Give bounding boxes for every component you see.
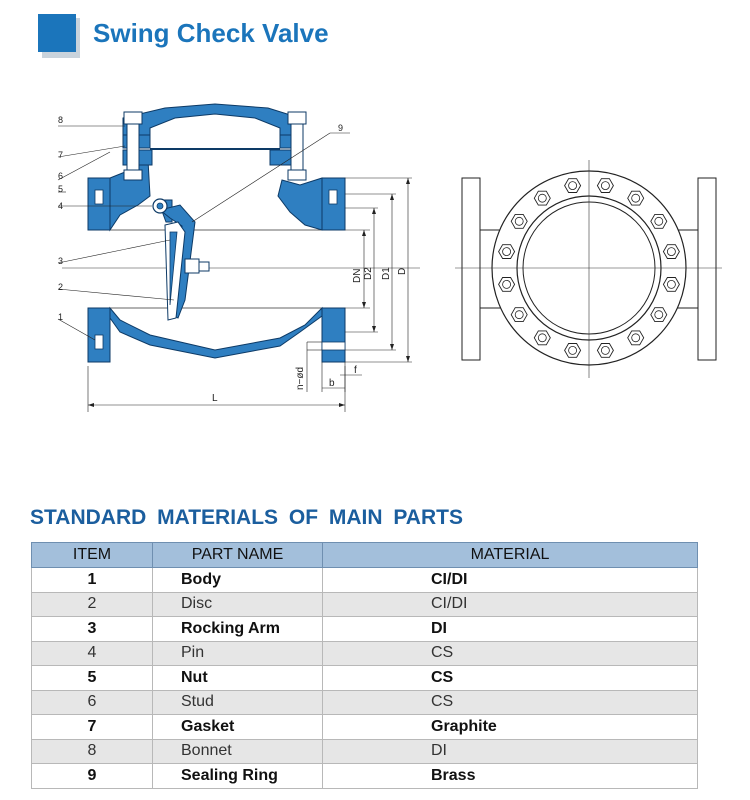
- bolt-nut: [627, 190, 645, 206]
- bolt-nut: [533, 330, 551, 346]
- callout-5: 5: [58, 184, 63, 194]
- cell-item: 8: [31, 738, 153, 764]
- cell-part-name: Pin: [152, 640, 323, 666]
- callout-3: 3: [58, 256, 63, 266]
- cell-material: Brass: [322, 763, 698, 789]
- cell-material: CS: [322, 640, 698, 666]
- bolt-nut: [650, 307, 668, 323]
- table-row: 6 Stud CS: [31, 689, 698, 715]
- cell-material: Graphite: [322, 714, 698, 740]
- bolt-nut: [564, 178, 582, 193]
- valve-section-view: 8 7 6 5 4 3 2 1 9: [57, 103, 420, 412]
- header-material: MATERIAL: [322, 542, 698, 568]
- cell-material: CS: [322, 665, 698, 691]
- cell-part-name: Body: [152, 567, 323, 593]
- bolt-stud: [601, 181, 610, 191]
- bolt-stud: [654, 310, 664, 320]
- callout-1: 1: [58, 312, 63, 322]
- bolt-nut: [596, 178, 614, 193]
- bolt-stud: [537, 333, 547, 343]
- cell-material: CS: [322, 689, 698, 715]
- bolt-stud: [601, 345, 610, 355]
- bolt-nut: [510, 213, 528, 229]
- bolt-nut: [650, 213, 668, 229]
- materials-table: ITEM PART NAME MATERIAL 1 Body CI/DI 2 D…: [31, 542, 698, 789]
- page-title: Swing Check Valve: [93, 18, 329, 48]
- dim-DN: DN: [352, 269, 363, 283]
- dim-D1: D1: [381, 267, 392, 280]
- bolt-nut: [627, 330, 645, 346]
- bolt-nut: [596, 343, 614, 358]
- callout-2: 2: [58, 282, 63, 292]
- dim-D2: D2: [363, 267, 374, 280]
- cell-item: 4: [31, 640, 153, 666]
- bolt-stud: [667, 279, 676, 289]
- table-row: 9 Sealing Ring Brass: [31, 763, 698, 789]
- table-row: 3 Rocking Arm DI: [31, 616, 698, 642]
- materials-section-title: STANDARD MATERIALS OF MAIN PARTS: [30, 506, 463, 529]
- bolt-stud: [537, 193, 547, 203]
- logo-mark: [38, 14, 80, 58]
- cell-part-name: Disc: [152, 591, 323, 617]
- bolt-stud: [514, 310, 524, 320]
- callout-6: 6: [58, 171, 63, 181]
- cell-material: DI: [322, 738, 698, 764]
- bolt-stud: [631, 193, 641, 203]
- table-row: 2 Disc CI/DI: [31, 591, 698, 617]
- valve-end-view: [455, 160, 722, 378]
- header-item: ITEM: [31, 542, 153, 568]
- bolt-stud: [654, 216, 664, 226]
- bolt-stud: [568, 345, 577, 355]
- dim-b: b: [329, 378, 335, 389]
- bolt-nut: [498, 277, 516, 292]
- cell-item: 7: [31, 714, 153, 740]
- bolt-nut: [662, 244, 680, 259]
- cell-part-name: Bonnet: [152, 738, 323, 764]
- bolt-stud: [568, 181, 577, 191]
- callout-9: 9: [338, 123, 343, 133]
- table-row: 1 Body CI/DI: [31, 567, 698, 593]
- cell-item: 6: [31, 689, 153, 715]
- bolt-stud: [667, 247, 676, 257]
- cell-item: 3: [31, 616, 153, 642]
- cell-material: CI/DI: [322, 591, 698, 617]
- bolt-stud: [502, 279, 512, 289]
- table-row: 7 Gasket Graphite: [31, 714, 698, 740]
- cell-part-name: Stud: [152, 689, 323, 715]
- table-row: 4 Pin CS: [31, 640, 698, 666]
- flange-bolts: [498, 178, 680, 358]
- bolt-stud: [502, 247, 512, 257]
- bolt-stud: [631, 333, 641, 343]
- dim-L: L: [212, 393, 218, 404]
- bolt-nut: [662, 277, 680, 292]
- cell-part-name: Gasket: [152, 714, 323, 740]
- bolt-nut: [498, 244, 516, 259]
- valve-technical-drawing: 8 7 6 5 4 3 2 1 9: [57, 103, 722, 412]
- cell-part-name: Sealing Ring: [152, 763, 323, 789]
- cell-item: 5: [31, 665, 153, 691]
- dim-n-d: n−ød: [295, 367, 306, 390]
- table-row: 5 Nut CS: [31, 665, 698, 691]
- table-row: 8 Bonnet DI: [31, 738, 698, 764]
- table-header-row: ITEM PART NAME MATERIAL: [31, 542, 698, 568]
- bolt-nut: [510, 307, 528, 323]
- bolt-nut: [533, 190, 551, 206]
- cell-material: DI: [322, 616, 698, 642]
- cell-material: CI/DI: [322, 567, 698, 593]
- cell-part-name: Rocking Arm: [152, 616, 323, 642]
- cell-part-name: Nut: [152, 665, 323, 691]
- dim-f: f: [354, 365, 357, 376]
- dim-D: D: [397, 268, 408, 275]
- callout-7: 7: [58, 150, 63, 160]
- cell-item: 2: [31, 591, 153, 617]
- callout-8: 8: [58, 115, 63, 125]
- cell-item: 9: [31, 763, 153, 789]
- cell-item: 1: [31, 567, 153, 593]
- callout-4: 4: [58, 201, 63, 211]
- bolt-nut: [564, 343, 582, 358]
- header-part-name: PART NAME: [152, 542, 323, 568]
- bolt-stud: [514, 216, 524, 226]
